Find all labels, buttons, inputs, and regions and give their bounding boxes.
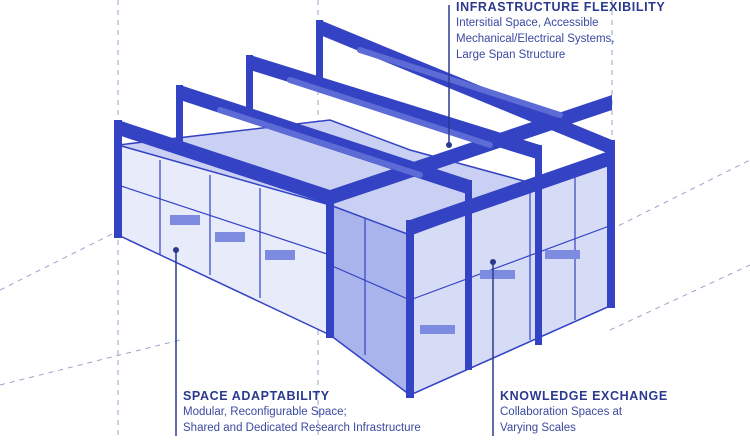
callout-line: Intersitial Space, Accessible (456, 17, 599, 29)
mechanical-ducts (217, 47, 563, 178)
callout-line: Collaboration Spaces at (500, 406, 623, 418)
callout-line: Modular, Reconfigurable Space; (183, 406, 347, 418)
callout-title: SPACE ADAPTABILITY (183, 389, 330, 403)
callout-dot-space (173, 247, 179, 253)
front-facade (329, 203, 411, 397)
callout-line: Varying Scales (500, 422, 576, 434)
structural-columns (114, 20, 615, 398)
building-massing (114, 20, 615, 398)
callout-line: Large Span Structure (456, 49, 566, 61)
callout-space-adaptability: SPACE ADAPTABILITY Modular, Reconfigurab… (183, 389, 421, 436)
callout-dot-knowledge (490, 259, 496, 265)
callout-line: Shared and Dedicated Research Infrastruc… (183, 422, 421, 434)
callout-dot-infrastructure (446, 142, 452, 148)
callout-knowledge-exchange: KNOWLEDGE EXCHANGE Collaboration Spaces … (500, 389, 668, 436)
callout-title: INFRASTRUCTURE FLEXIBILITY (456, 0, 666, 14)
callout-title: KNOWLEDGE EXCHANGE (500, 389, 668, 403)
callout-infrastructure-flexibility: INFRASTRUCTURE FLEXIBILITY Intersitial S… (456, 0, 665, 63)
callout-line: Mechanical/Electrical Systems, (456, 33, 615, 45)
callout-leader-lines (175, 5, 494, 436)
lab-furniture (170, 215, 580, 334)
